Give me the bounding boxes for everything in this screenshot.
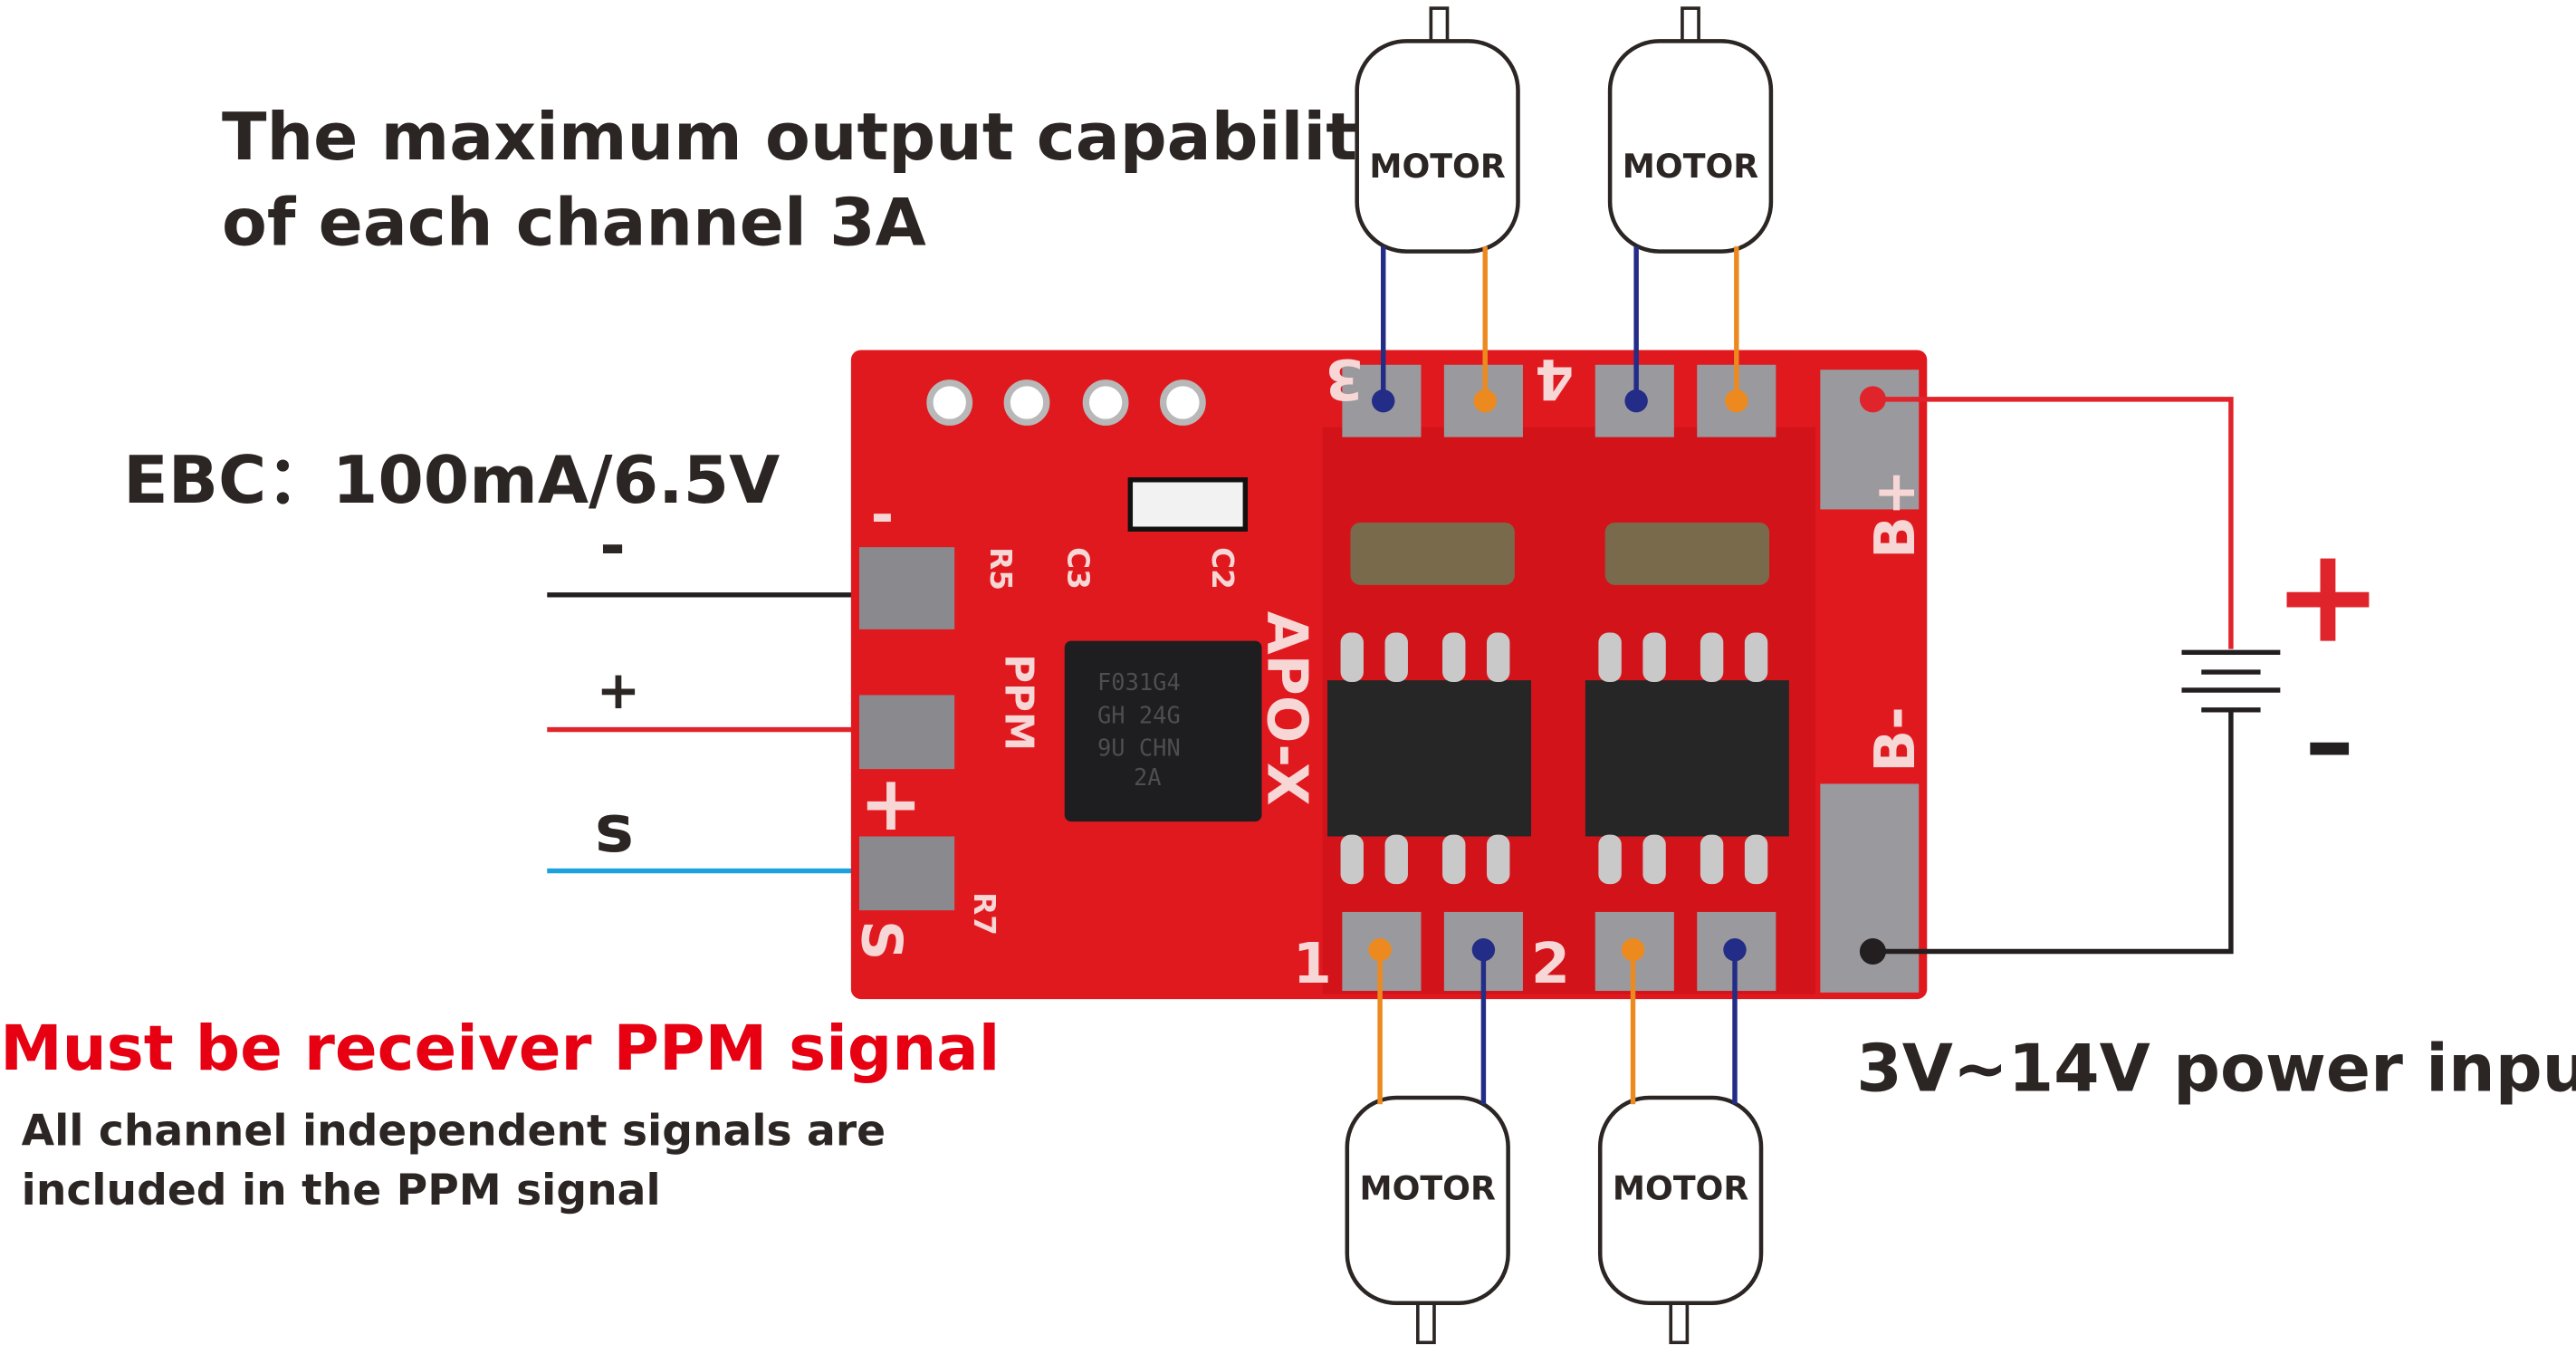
pin-plus-label: + xyxy=(597,659,641,721)
channel-4-label: 4 xyxy=(1535,346,1574,411)
battery-minus-sign: – xyxy=(2305,684,2354,799)
channel-2-label: 2 xyxy=(1531,931,1570,996)
chip-text: 9U CHN xyxy=(1097,735,1181,762)
channel-3-label: 3 xyxy=(1325,346,1364,411)
pin-s-silk: S xyxy=(849,920,915,960)
motor-pad-dots xyxy=(1368,389,1748,962)
led xyxy=(1127,477,1249,532)
b-minus-dot xyxy=(1859,937,1886,965)
ebc-label: EBC：100mA/6.5V xyxy=(123,443,780,519)
battery-icon xyxy=(2181,649,2281,713)
motor-top-right: MOTOR xyxy=(1607,6,1774,254)
pin-plus-silk: + xyxy=(859,760,923,848)
pin-minus-silk: - xyxy=(871,483,895,548)
headline-line2: of each channel 3A xyxy=(222,185,926,261)
wire-battery-plus xyxy=(1872,397,2234,649)
b-plus-dot xyxy=(1859,386,1886,413)
motor-bottom-right: MOTOR xyxy=(1597,1095,1764,1345)
b-plus-label: B+ xyxy=(1863,469,1928,559)
wire-battery-minus xyxy=(1872,709,2234,955)
pin-signal-label: s xyxy=(595,792,634,868)
pad-signal xyxy=(858,836,955,911)
motor-label: MOTOR xyxy=(1623,147,1758,186)
warning-line2: included in the PPM signal xyxy=(22,1166,661,1215)
driver-chip-2 xyxy=(1585,680,1789,837)
ref-r7: R7 xyxy=(967,892,1001,936)
pad-minus xyxy=(858,547,955,629)
channel-1-label: 1 xyxy=(1293,931,1332,996)
motor-wires xyxy=(1377,246,1739,1105)
capacitor xyxy=(1350,522,1515,585)
chip-text: F031G4 xyxy=(1097,668,1181,696)
driver-chip-1 xyxy=(1327,680,1532,837)
warning-title: Must be receiver PPM signal xyxy=(0,1013,1000,1085)
power-input-label: 3V~14V power input xyxy=(1856,1032,2576,1108)
headline-line1: The maximum output capability xyxy=(222,100,1400,176)
ref-c3: C3 xyxy=(1060,547,1095,590)
capacitor xyxy=(1604,522,1770,585)
board-name: APO-X xyxy=(1255,611,1320,806)
motor-label: MOTOR xyxy=(1613,1168,1748,1207)
chip-text: 2A xyxy=(1134,763,1162,791)
motor-top-left: MOTOR xyxy=(1355,6,1520,254)
motor-bottom-left: MOTOR xyxy=(1345,1095,1510,1345)
motor-label: MOTOR xyxy=(1369,147,1505,186)
mcu-chip xyxy=(1064,640,1262,822)
ref-r5: R5 xyxy=(983,547,1018,591)
chip-text: GH 24G xyxy=(1097,701,1181,728)
ref-c2: C2 xyxy=(1205,547,1240,590)
motor-label: MOTOR xyxy=(1360,1168,1496,1207)
pin-minus-label: - xyxy=(599,510,626,582)
warning-line1: All channel independent signals are xyxy=(22,1107,886,1157)
battery-plus-sign: + xyxy=(2273,520,2383,673)
pad-plus xyxy=(858,695,955,770)
b-minus-label: B- xyxy=(1863,706,1928,773)
ppm-label: PPM xyxy=(995,654,1040,751)
pcb-board: F031G4 GH 24G 9U CHN 2A xyxy=(849,346,1928,1000)
